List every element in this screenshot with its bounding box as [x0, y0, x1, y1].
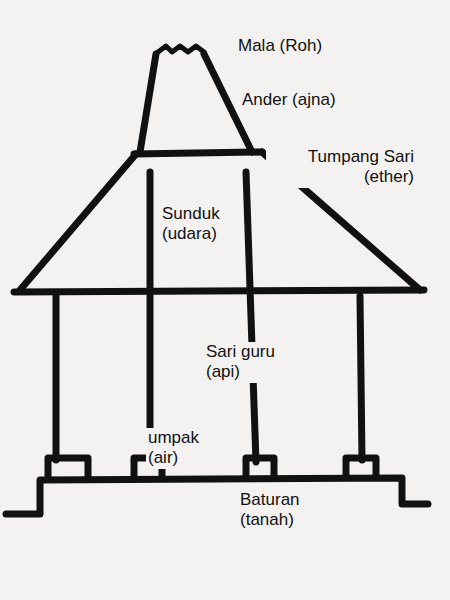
part-label: Sari guru (api): [204, 342, 304, 383]
tower-side: [140, 54, 156, 152]
umpak-base: [48, 458, 88, 476]
part-label: Tumpang Sari (ether): [266, 147, 416, 188]
umpak-base: [246, 458, 274, 476]
part-label: Sunduk (udara): [160, 204, 240, 245]
mala-top: [158, 46, 204, 52]
part-label: Mala (Roh): [236, 36, 324, 56]
outer-post: [53, 296, 60, 460]
part-label: Baturan (tanah): [238, 490, 328, 531]
inner-post: [147, 172, 154, 462]
roof-base: [14, 290, 424, 292]
umpak-base: [346, 458, 376, 476]
inner-post: [246, 172, 256, 462]
part-label: Ander (ajna): [240, 90, 338, 110]
part-label: umpak (air): [146, 428, 208, 469]
baturan-platform: [6, 478, 428, 514]
roof-edge: [20, 154, 136, 290]
tumpang-sari-beam: [134, 152, 262, 154]
outer-post: [360, 296, 362, 460]
